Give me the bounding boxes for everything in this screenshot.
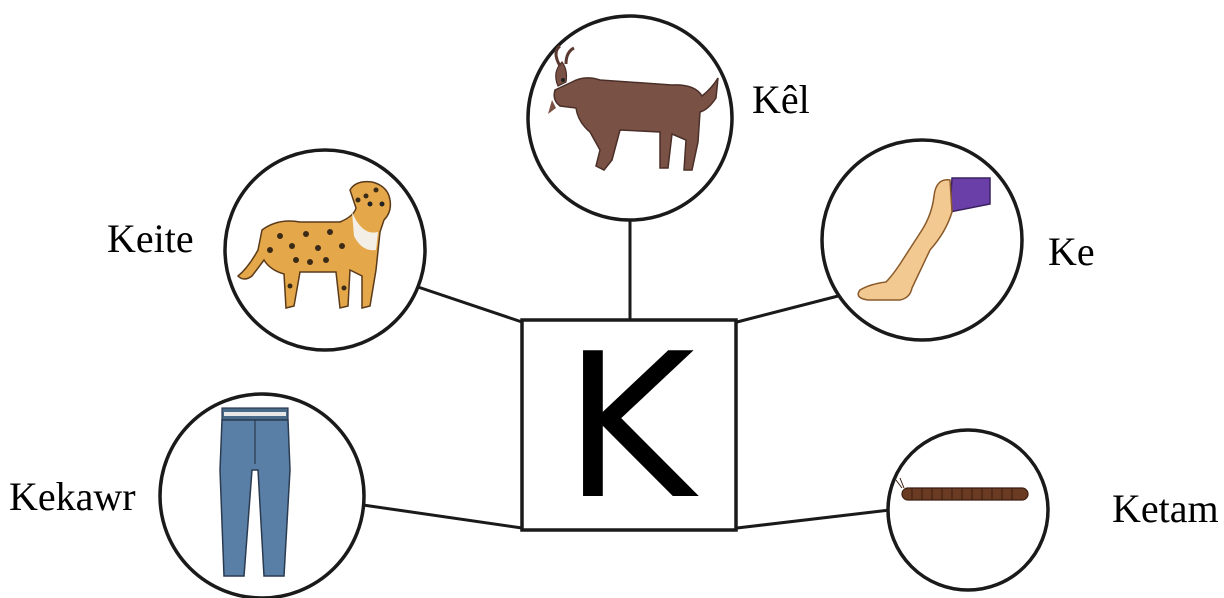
connector-millipede [736, 508, 891, 530]
center-box-frame [520, 318, 738, 532]
word-kekawr: Kekawr [9, 474, 136, 519]
millipede-circle [886, 428, 1050, 592]
word-ketam: Ketam [1112, 486, 1219, 531]
goat-node [526, 14, 734, 222]
trousers-icon [219, 407, 291, 577]
connector-leg [736, 293, 843, 324]
word-keite: Keite [107, 216, 194, 261]
millipede-node [886, 428, 1050, 592]
center-letter: K [563, 311, 699, 544]
center-letter-box: K [520, 311, 738, 544]
leopard-node [223, 148, 427, 352]
leg-node [820, 138, 1024, 342]
millipede-icon [895, 477, 1029, 501]
goat-icon [548, 44, 719, 171]
connector-trousers [362, 503, 523, 530]
word-kel: Kêl [752, 77, 810, 122]
connector-leopard [417, 285, 523, 324]
trousers-node [158, 392, 366, 598]
leopard-icon [236, 180, 392, 309]
leg-icon [857, 177, 991, 301]
word-ke: Ke [1048, 229, 1095, 274]
